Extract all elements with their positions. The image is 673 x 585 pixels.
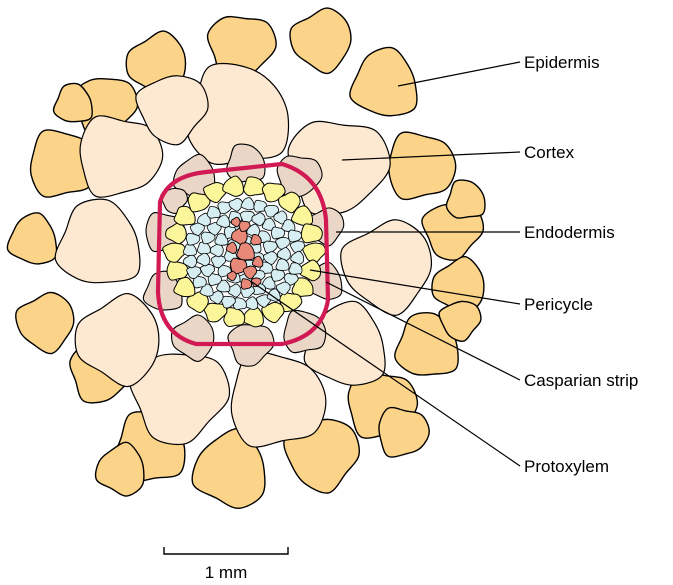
- label-endodermis: Endodermis: [524, 223, 615, 242]
- scale-bar: 1 mm: [164, 547, 288, 582]
- epidermis-leader: [398, 62, 520, 86]
- vascular-cell: [291, 251, 304, 264]
- vascular-cell: [289, 263, 302, 275]
- label-epidermis: Epidermis: [524, 53, 600, 72]
- epidermis-cell: [7, 213, 56, 264]
- label-casparian-strip: Casparian strip: [524, 371, 638, 390]
- label-pericycle: Pericycle: [524, 295, 593, 314]
- vascular-cell: [183, 244, 196, 256]
- pericycle-cell: [303, 243, 326, 262]
- protoxylem-cell: [241, 279, 251, 290]
- vascular-cell: [241, 198, 254, 210]
- label-protoxylem: Protoxylem: [524, 457, 609, 476]
- epidermis-cell: [389, 132, 456, 199]
- vascular-cell: [276, 237, 290, 249]
- epidermis-cell: [379, 408, 429, 458]
- epidermis-cell: [290, 8, 351, 73]
- vascular-cell: [288, 230, 301, 242]
- epidermis-cell: [446, 180, 484, 218]
- vascular-cell: [197, 242, 210, 254]
- vascular-cell: [245, 297, 258, 310]
- scale-bar-label: 1 mm: [205, 563, 248, 582]
- vascular-cell: [277, 247, 290, 260]
- epidermis-cell: [350, 47, 417, 115]
- cortex-cell: [55, 199, 140, 283]
- pericycle-cell: [301, 224, 322, 243]
- epidermis-cell: [96, 442, 144, 496]
- label-cortex: Cortex: [524, 143, 575, 162]
- vascular-cell: [197, 253, 210, 266]
- pericycle-cell: [163, 243, 186, 262]
- scale-bar-line: [164, 547, 288, 554]
- pericycle-cell: [174, 277, 195, 296]
- epidermis-cell: [16, 292, 74, 353]
- vascular-cell: [263, 241, 277, 253]
- pericycle-cell: [243, 177, 264, 196]
- vascular-cell: [271, 269, 285, 281]
- endodermis-cell: [284, 310, 326, 352]
- vascular-cell: [276, 259, 289, 271]
